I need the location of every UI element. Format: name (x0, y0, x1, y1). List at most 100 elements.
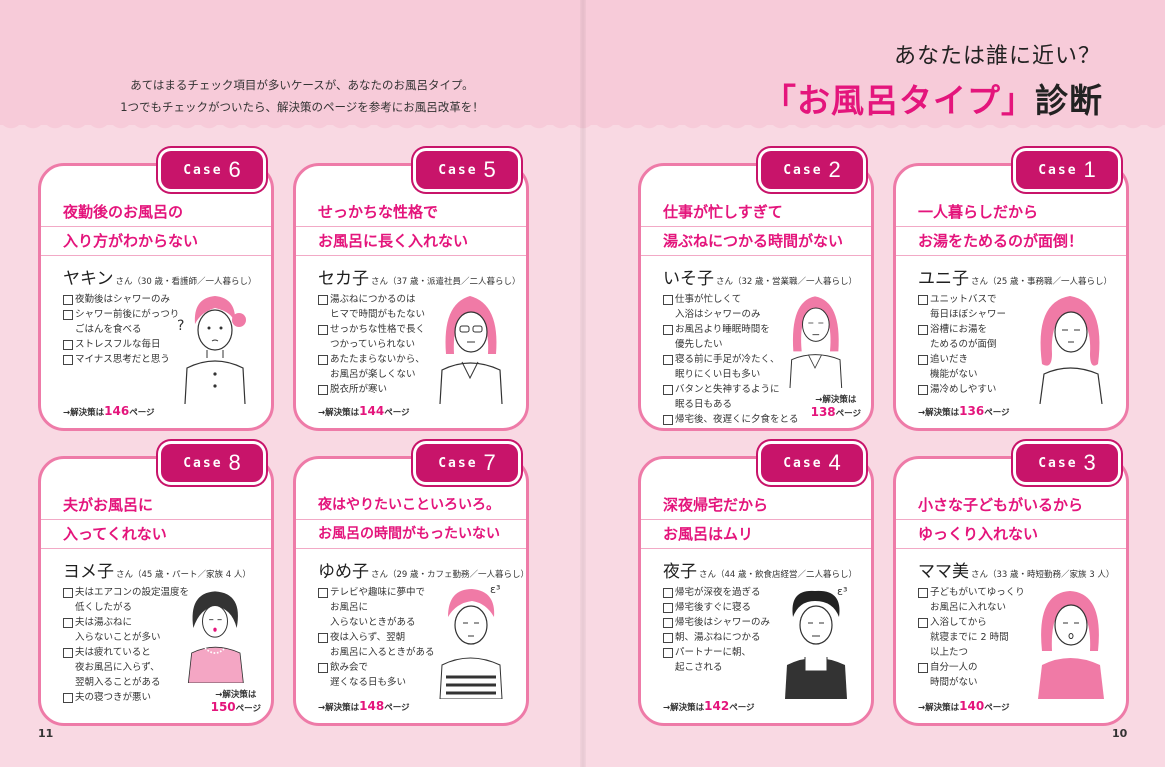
ref-suffix: ページ (384, 408, 410, 418)
case-number: 8 (228, 450, 241, 475)
persona-nickname: ヤキン (63, 269, 114, 289)
check-item: 自分一人の 時間がない (918, 660, 1058, 690)
headline-line-2: 入り方がわからない (41, 227, 271, 256)
intro-line-2: 1つでもチェックがついたら、解決策のページを参考にお風呂改革を！ (120, 100, 484, 114)
persona-meta: さん（45 歳・パート／家族 4 人） (116, 570, 251, 580)
persona-name: いそ子さん（32 歳・営業職／一人暮らし） (663, 264, 857, 289)
glasses-woman-portrait-illustration (439, 296, 503, 404)
persona-name: ママ美さん（33 歳・時短勤務／家族 3 人） (918, 557, 1114, 582)
case-label: Case (183, 162, 223, 178)
persona-nickname: ママ美 (918, 562, 969, 582)
case-number: 4 (828, 450, 841, 475)
solution-page-ref: →解決策は140ページ (918, 699, 1010, 713)
ref-suffix: ページ (235, 704, 261, 714)
persona-nickname: セカ子 (318, 269, 369, 289)
ref-prefix: →解決策は (918, 703, 960, 713)
check-item: 朝、湯ぶねにつかる (663, 630, 803, 645)
ref-page: 136 (959, 404, 985, 418)
persona-nickname: ヨメ子 (63, 562, 114, 582)
check-item: 子どもがいてゆっくり お風呂に入れない (918, 585, 1058, 615)
persona-meta: さん（44 歳・飲食店経営／二人暮らし） (699, 570, 858, 580)
svg-text:?: ? (177, 318, 184, 334)
headline-line-1: 深夜帰宅だから (641, 491, 871, 520)
title-suffix: 診断 (1035, 81, 1103, 120)
solution-page-ref: →解決策は136ページ (918, 404, 1010, 418)
ref-suffix: ページ (984, 703, 1010, 713)
persona-meta: さん（37 歳・派遣社員／二人暮らし） (371, 277, 521, 287)
ref-prefix: →解決策は (815, 395, 857, 405)
cafe-worker-portrait-illustration: ε³ (439, 583, 503, 699)
check-item: 入浴してから 就寝までに 2 時間 以上たつ (918, 615, 1058, 660)
ref-page: 150 (210, 700, 236, 714)
nurse-portrait-illustration: ? (177, 296, 246, 404)
ref-page: 146 (104, 404, 130, 418)
persona-name: ヨメ子さん（45 歳・パート／家族 4 人） (63, 557, 251, 582)
check-item: 浴槽にお湯を ためるのが面倒 (918, 322, 1058, 352)
ref-prefix: →解決策は (918, 408, 960, 418)
ref-suffix: ページ (729, 703, 755, 713)
persona-name: 夜子さん（44 歳・飲食店経営／二人暮らし） (663, 557, 857, 582)
check-item: 夫は湯ぶねに 入らないことが多い (63, 615, 213, 645)
case-headline: 仕事が忙しすぎて 湯ぶねにつかる時間がない (641, 198, 871, 256)
check-item: 夫は疲れていると 夜お風呂に入らず、 翌朝入ることがある (63, 645, 213, 690)
headline-line-1: 夜勤後のお風呂の (41, 198, 271, 227)
check-item: 夫の寝つきが悪い (63, 690, 213, 705)
case-number: 3 (1083, 450, 1096, 475)
case-label: Case (183, 455, 223, 471)
intro-text: あてはまるチェック項目が多いケースが、あなたのお風呂タイプ。 1つでもチェックが… (92, 74, 512, 118)
check-item: あたたまらないから、 お風呂が楽しくない (318, 352, 458, 382)
ref-prefix: →解決策は (318, 703, 360, 713)
solution-page-ref: →解決策は142ページ (663, 699, 755, 713)
ref-page: 148 (359, 699, 385, 713)
persona-meta: さん（32 歳・営業職／一人暮らし） (716, 277, 858, 287)
check-item: 帰宅が深夜を過ぎる (663, 585, 803, 600)
case-headline: 夜はやりたいこといろいろ。 お風呂の時間がもったいない (296, 491, 526, 549)
headline-line-1: せっかちな性格で (296, 198, 526, 227)
headline-line-2: お湯をためるのが面倒！ (896, 227, 1126, 256)
checklist: 子どもがいてゆっくり お風呂に入れない 入浴してから 就寝までに 2 時間 以上… (918, 585, 1058, 690)
ref-prefix: →解決策は (215, 690, 257, 700)
check-item: 夫はエアコンの設定温度を 低くしたがる (63, 585, 213, 615)
headline-line-2: お風呂の時間がもったいない (296, 520, 526, 549)
persona-name: セカ子さん（37 歳・派遣社員／二人暮らし） (318, 264, 521, 289)
ref-prefix: →解決策は (63, 408, 105, 418)
case-headline: 小さな子どもがいるから ゆっくり入れない (896, 491, 1126, 549)
check-item: せっかちな性格で長く つかっていられない (318, 322, 458, 352)
solution-page-ref: →解決策は148ページ (318, 699, 410, 713)
check-item: 湯冷めしやすい (918, 382, 1058, 397)
checklist: 仕事が忙しくて 入浴はシャワーのみ お風呂より睡眠時間を 優先したい 寝る前に手… (663, 292, 813, 427)
checklist: 夜勤後はシャワーのみ シャワー前後にがっつり ごはんを食べる ストレスフルな毎日… (63, 292, 203, 367)
check-item: バタンと失神するように 眠る日もある (663, 382, 813, 412)
headline-line-1: 夫がお風呂に (41, 491, 271, 520)
case-headline: 夜勤後のお風呂の 入り方がわからない (41, 198, 271, 256)
case-headline: 一人暮らしだから お湯をためるのが面倒！ (896, 198, 1126, 256)
check-item: シャワー前後にがっつり ごはんを食べる (63, 307, 203, 337)
case-label: Case (438, 162, 478, 178)
check-item: 帰宅後すぐに寝る (663, 600, 803, 615)
persona-meta: さん（33 歳・時短勤務／家族 3 人） (971, 570, 1115, 580)
curly-hair-woman-portrait-illustration (1039, 296, 1103, 404)
check-item: ストレスフルな毎日 (63, 337, 203, 352)
ref-prefix: →解決策は (318, 408, 360, 418)
case-label: Case (783, 455, 823, 471)
ref-page: 138 (810, 405, 836, 419)
check-item: テレビや趣味に夢中で お風呂に 入らないときがある (318, 585, 458, 630)
solution-page-ref: →解決策は144ページ (318, 404, 410, 418)
svg-text:ε³: ε³ (837, 585, 847, 598)
check-item: 帰宅後はシャワーのみ (663, 615, 803, 630)
persona-name: ユニ子さん（25 歳・事務職／一人暮らし） (918, 264, 1112, 289)
persona-nickname: ユニ子 (918, 269, 969, 289)
checklist: 夫はエアコンの設定温度を 低くしたがる 夫は湯ぶねに 入らないことが多い 夫は疲… (63, 585, 213, 705)
case-badge: Case 8 (161, 444, 263, 482)
ref-suffix: ページ (835, 409, 861, 419)
